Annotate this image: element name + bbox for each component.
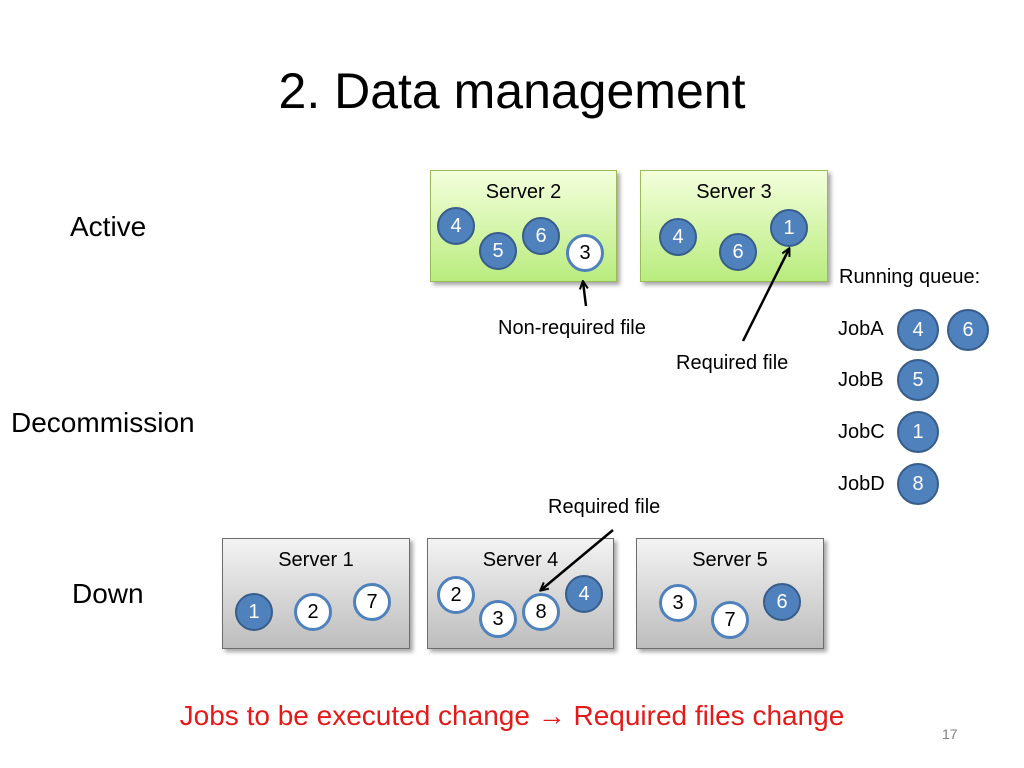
server-3-box: Server 3 4 6 1 [640,170,828,282]
server-4-box: Server 4 2 3 8 4 [427,538,614,649]
file-2: 2 [294,593,332,631]
server-5-box: Server 5 3 7 6 [636,538,824,649]
file-5: 5 [479,232,517,270]
job-d-file-8: 8 [897,463,939,505]
arrow-required-file-bottom [541,529,614,590]
file-1-required: 1 [770,209,808,247]
page-number: 17 [942,726,958,742]
file-8-required: 8 [522,593,560,631]
required-file-label-top: Required file [676,352,789,374]
required-file-label-bottom: Required file [548,496,661,518]
running-queue-title: Running queue: [839,266,981,288]
file-3: 3 [479,600,517,638]
server-2-box: Server 2 4 5 6 3 [430,170,617,282]
file-6: 6 [763,583,801,621]
file-1: 1 [235,593,273,631]
footer-caption: Jobs to be executed change → Required fi… [179,700,845,731]
job-c-label: JobC [838,421,885,443]
job-a-file-4: 4 [897,309,939,351]
job-b-label: JobB [838,369,884,391]
file-4: 4 [659,218,697,256]
file-7: 7 [353,583,391,621]
slide-title: 2. Data management [278,63,746,119]
job-d-label: JobD [838,473,885,495]
non-required-file-label: Non-required file [498,317,646,339]
file-6: 6 [522,217,560,255]
server-3-name: Server 3 [696,181,772,203]
server-1-name: Server 1 [278,549,354,571]
job-c-file-1: 1 [897,411,939,453]
arrow-required-file-top [741,249,789,342]
file-3-non-required: 3 [566,234,604,272]
file-4: 4 [565,575,603,613]
server-4-name: Server 4 [482,549,559,571]
server-5-name: Server 5 [692,549,768,571]
row-label-down: Down [72,578,144,609]
row-label-active: Active [70,211,147,242]
job-b-file-5: 5 [897,359,939,401]
file-4: 4 [437,207,475,245]
job-a-file-6: 6 [947,309,989,351]
row-label-decommission: Decommission [11,407,195,438]
file-3: 3 [659,584,697,622]
file-7: 7 [711,601,749,639]
file-2: 2 [437,576,475,614]
job-a-label: JobA [838,318,884,340]
server-2-name: Server 2 [485,181,562,203]
arrow-non-required-file [583,282,586,307]
server-1-box: Server 1 1 2 7 [222,538,410,649]
file-6: 6 [719,233,757,271]
